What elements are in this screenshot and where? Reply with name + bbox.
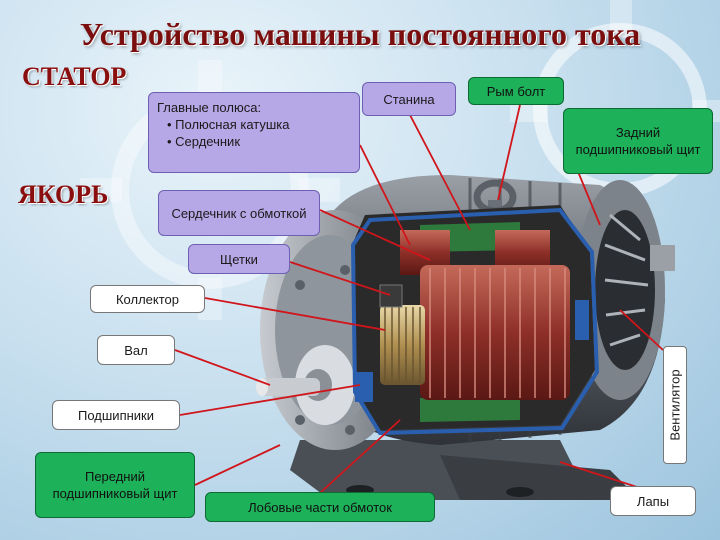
label-commutator-text: Коллектор: [115, 291, 180, 307]
section-armature: ЯКОРЬ: [18, 180, 109, 209]
label-eye-bolt-text: Рым болт: [486, 83, 546, 99]
label-shaft: Вал: [97, 335, 175, 365]
label-shaft-text: Вал: [124, 342, 148, 358]
label-main-poles: Главные полюса: Полюсная катушка Сердечн…: [148, 92, 360, 173]
label-main-poles-heading: Главные полюса:: [157, 100, 262, 115]
label-frame-text: Станина: [383, 91, 435, 107]
label-bearings: Подшипники: [52, 400, 180, 430]
label-eye-bolt: Рым болт: [468, 77, 564, 105]
label-brushes: Щетки: [188, 244, 290, 274]
label-core-winding: Сердечник с обмоткой: [158, 190, 320, 236]
label-frame: Станина: [362, 82, 456, 116]
main-poles-item: Полюсная катушка: [167, 116, 351, 133]
label-commutator: Коллектор: [90, 285, 205, 313]
label-rear-shield-text: Задний подшипниковый щит: [575, 125, 701, 157]
label-fan: Вентилятор: [663, 346, 687, 464]
label-end-windings-text: Лобовые части обмоток: [248, 499, 392, 515]
section-stator: СТАТОР: [22, 62, 127, 91]
label-rear-shield: Задний подшипниковый щит: [563, 108, 713, 174]
label-front-shield: Передний подшипниковый щит: [35, 452, 195, 518]
label-brushes-text: Щетки: [220, 251, 258, 267]
label-front-shield-text: Передний подшипниковый щит: [52, 469, 178, 501]
label-feet-text: Лапы: [636, 493, 670, 509]
label-core-winding-text: Сердечник с обмоткой: [171, 205, 307, 221]
label-fan-text: Вентилятор: [667, 369, 683, 441]
label-bearings-text: Подшипники: [78, 407, 154, 423]
slide-title: Устройство машины постоянного тока: [79, 16, 641, 52]
main-poles-list: Полюсная катушка Сердечник: [157, 116, 351, 150]
label-feet: Лапы: [610, 486, 696, 516]
label-end-windings: Лобовые части обмоток: [205, 492, 435, 522]
main-poles-item: Сердечник: [167, 133, 351, 150]
